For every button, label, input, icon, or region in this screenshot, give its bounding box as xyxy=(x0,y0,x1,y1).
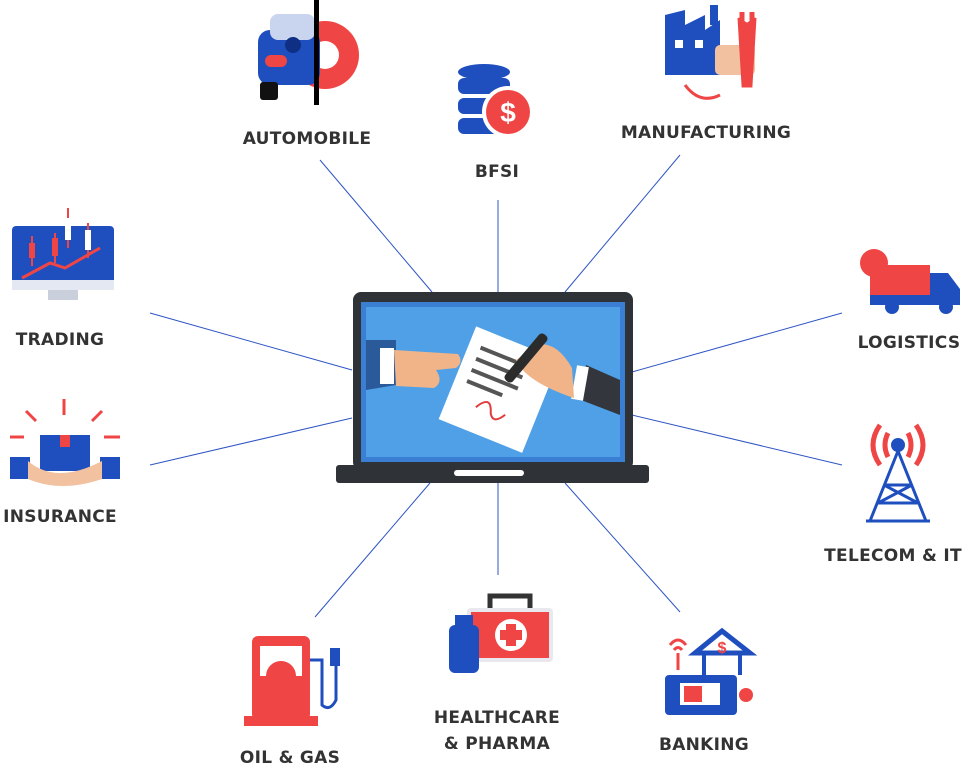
insurance-label: INSURANCE xyxy=(3,507,117,527)
bfsi-label: BFSI xyxy=(474,162,520,182)
medical-kit-icon xyxy=(449,593,553,673)
line-oil-gas xyxy=(314,482,431,618)
logistics-label: LOGISTICS xyxy=(857,333,961,353)
trading-label: TRADING xyxy=(15,330,105,350)
fuel-pump-icon xyxy=(244,636,340,726)
line-telecom xyxy=(631,414,843,466)
laptop-signing-illustration xyxy=(336,292,649,483)
car-gear-icon xyxy=(258,0,359,105)
truck-globe-icon xyxy=(860,249,960,314)
line-insurance xyxy=(149,417,353,466)
candlestick-monitor-icon xyxy=(12,208,114,300)
factory-wrench-icon xyxy=(665,5,757,100)
hands-box-icon xyxy=(10,399,120,486)
healthcare-label-line1: HEALTHCARE xyxy=(433,708,561,728)
bank-atm-icon: $ xyxy=(665,627,758,715)
svg-text:$: $ xyxy=(718,640,727,657)
line-banking xyxy=(564,482,681,613)
line-trading xyxy=(149,312,353,371)
manufacturing-label: MANUFACTURING xyxy=(620,123,792,143)
line-automobile xyxy=(319,159,433,293)
svg-text:$: $ xyxy=(500,97,516,128)
healthcare-label-line2: & PHARMA xyxy=(443,734,551,754)
coins-dollar-icon: $ xyxy=(458,64,534,138)
telecom-label: TELECOM & IT xyxy=(824,546,962,566)
line-logistics xyxy=(631,312,843,373)
automobile-label: AUTOMOBILE xyxy=(242,129,372,149)
banking-label: BANKING xyxy=(658,735,750,755)
line-manufacturing xyxy=(564,154,681,293)
signal-tower-icon xyxy=(866,423,930,523)
oil-gas-label: OIL & GAS xyxy=(239,748,341,768)
